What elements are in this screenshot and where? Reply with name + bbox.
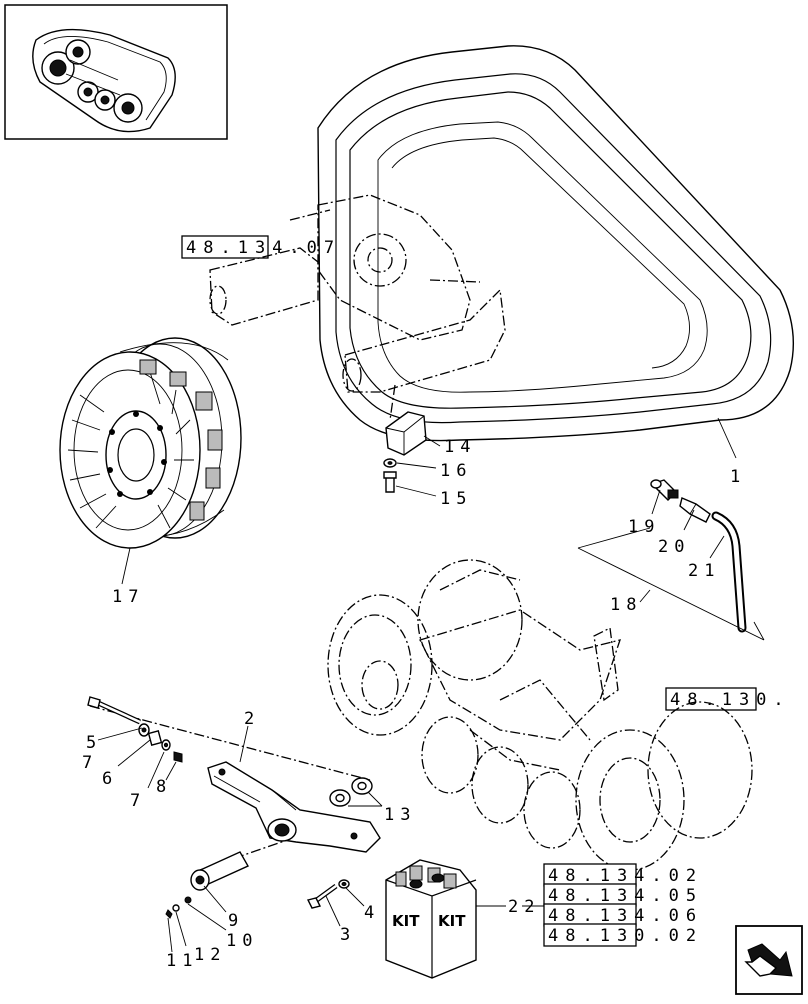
callout-20: 20 [658, 537, 690, 557]
bracket-part[interactable] [385, 411, 427, 456]
drive-wheel-part[interactable] [59, 337, 242, 549]
ref-label-48-134-05[interactable]: 48.134.05 [548, 886, 703, 906]
callout-18: 18 [610, 595, 642, 615]
flat-washer-part[interactable] [138, 723, 150, 737]
callout-5: 5 [86, 733, 102, 753]
ref-box-outline-6 [543, 923, 637, 947]
next-page-arrow-icon[interactable] [735, 925, 803, 995]
adapter-part[interactable] [679, 497, 711, 523]
callout-9: 9 [228, 911, 244, 931]
kit-label-left: KIT [392, 912, 420, 930]
lock-pin-part[interactable] [165, 896, 192, 919]
ref-label-48-130-02[interactable]: 48.130.02 [548, 926, 703, 946]
long-bolt-part[interactable] [87, 696, 142, 725]
washer-part[interactable] [383, 458, 397, 468]
callout-19: 19 [628, 517, 660, 537]
nut-part[interactable] [173, 751, 183, 763]
callout-15: 15 [440, 489, 472, 509]
kit-box-part[interactable]: KIT KIT [385, 859, 477, 979]
ref-label-48-134-02[interactable]: 48.134.02 [548, 866, 703, 886]
overview-thumbnail-icon[interactable] [4, 4, 228, 140]
flat-washer-part-2[interactable] [161, 739, 171, 751]
callout-1: 1 [730, 467, 746, 487]
pivot-pin-part[interactable] [190, 851, 249, 891]
callout-14: 14 [444, 437, 476, 457]
callout-3: 3 [340, 925, 356, 945]
callout-22: 22 [508, 897, 540, 917]
undercarriage-frame-reference [209, 194, 506, 421]
ref-label-48-134-07[interactable]: 48.134.07 [186, 238, 341, 258]
roller-assembly-reference [327, 559, 753, 871]
callout-11: 11 [166, 951, 198, 971]
ref-label-48-130[interactable]: 48.130. [670, 690, 791, 710]
bolt-part[interactable] [383, 471, 397, 493]
ref-label-48-134-06[interactable]: 48.134.06 [548, 906, 703, 926]
callout-2: 2 [244, 709, 260, 729]
ref-box-outline [181, 235, 269, 259]
callout-8: 8 [156, 777, 172, 797]
callout-13: 13 [384, 805, 416, 825]
thrust-washer-part[interactable] [329, 777, 373, 807]
callout-17: 17 [112, 587, 144, 607]
hose-part[interactable] [711, 511, 747, 633]
arm-plate-part[interactable] [207, 761, 381, 853]
cap-screw-part[interactable] [306, 883, 338, 909]
callout-10: 10 [226, 931, 258, 951]
callout-7b: 7 [130, 791, 146, 811]
callout-4: 4 [364, 903, 380, 923]
kit-label-right: KIT [438, 912, 466, 930]
ref-box-outline-2 [665, 687, 757, 711]
callout-7a: 7 [82, 753, 98, 773]
callout-21: 21 [688, 561, 720, 581]
callout-12: 12 [194, 945, 226, 965]
rubber-track-belt[interactable] [317, 45, 794, 459]
spacer-part[interactable] [147, 730, 163, 746]
fitting-part[interactable] [650, 479, 679, 501]
callout-16: 16 [440, 461, 472, 481]
callout-6: 6 [102, 769, 118, 789]
lock-washer-part[interactable] [338, 879, 350, 889]
